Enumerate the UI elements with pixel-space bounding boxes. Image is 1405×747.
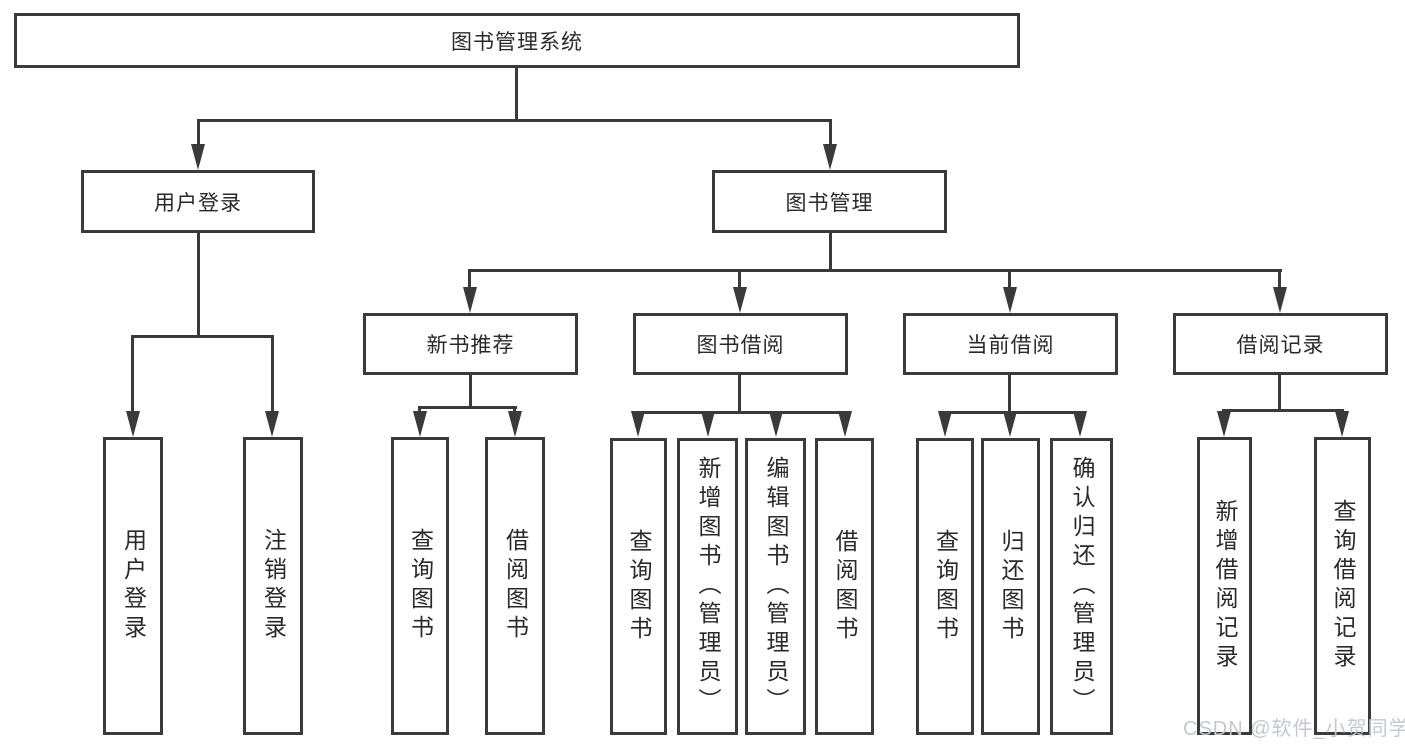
connector-borrow-drop <box>738 269 741 291</box>
connector-current-drop <box>1008 269 1011 291</box>
connector-user-login-stem <box>197 233 200 338</box>
arrowhead-user-login-icon <box>191 144 205 170</box>
leaf-borrow-books-recommend: 借阅图书 <box>485 437 545 735</box>
node-label: 图书管理 <box>785 191 874 215</box>
arrowhead-icon <box>1003 411 1017 437</box>
arrowhead-icon <box>1073 411 1087 437</box>
node-current-borrow: 当前借阅 <box>903 313 1118 375</box>
leaf-user-login: 用户登录 <box>103 437 163 735</box>
node-new-book-recommend: 新书推荐 <box>363 313 578 375</box>
connector-user-login-drop <box>197 119 200 147</box>
connector-records-drop <box>1278 269 1281 291</box>
connector-book-mgmt-bar <box>469 269 1282 272</box>
arrowhead-icon <box>1335 411 1349 437</box>
arrowhead-book-mgmt-icon <box>823 144 837 170</box>
node-label: 图书借阅 <box>696 334 785 357</box>
arrowhead-login-icon <box>126 411 140 437</box>
leaf-query-books-borrow: 查询图书 <box>610 438 667 735</box>
leaf-query-books-recommend: 查询图书 <box>391 437 449 735</box>
connector-borrow-bar <box>637 411 847 414</box>
arrowhead-logout-icon <box>265 411 279 437</box>
arrowhead-icon <box>631 411 645 437</box>
connector-root-stem <box>515 66 518 122</box>
connector-drop <box>418 406 421 414</box>
arrowhead-icon <box>701 411 715 437</box>
leaf-query-borrow-record: 查询借阅记录 <box>1314 437 1371 735</box>
connector-current-stem <box>1008 375 1011 414</box>
node-label: 确认归还（管理员） <box>1069 456 1095 717</box>
node-user-login: 用户登录 <box>81 170 315 233</box>
node-label: 查询图书 <box>407 528 434 644</box>
connector-new-book-bar <box>419 406 517 409</box>
arrowhead-borrow-icon <box>733 287 747 313</box>
node-label: 用户登录 <box>120 528 147 644</box>
arrowhead-icon <box>938 411 952 437</box>
arrowhead-icon <box>838 411 852 437</box>
leaf-add-borrow-record: 新增借阅记录 <box>1197 437 1252 735</box>
node-label: 借阅记录 <box>1236 334 1325 357</box>
node-label: 新增图书（管理员） <box>695 456 721 717</box>
arrowhead-icon <box>769 411 783 437</box>
connector-new-book-stem <box>469 375 472 409</box>
connector-logout-drop <box>271 335 274 415</box>
node-label: 借阅图书 <box>832 528 858 645</box>
csdn-watermark: CSDN @软件_小贺同学 <box>1183 718 1405 740</box>
node-label: 注销登录 <box>260 528 287 644</box>
leaf-edit-books-admin: 编辑图书（管理员） <box>745 438 806 735</box>
leaf-return-books: 归还图书 <box>981 438 1040 735</box>
node-book-management: 图书管理 <box>712 170 947 233</box>
connector-drop <box>513 406 516 414</box>
node-label: 新增借阅记录 <box>1212 499 1238 673</box>
leaf-borrow-books: 借阅图书 <box>815 438 874 735</box>
arrowhead-current-icon <box>1003 287 1017 313</box>
node-label: 归还图书 <box>998 528 1024 645</box>
node-label: 查询借阅记录 <box>1330 499 1356 673</box>
leaf-confirm-return-admin: 确认归还（管理员） <box>1050 438 1113 735</box>
leaf-logout: 注销登录 <box>243 437 303 735</box>
connector-new-book-drop <box>468 269 471 291</box>
node-label: 新书推荐 <box>426 334 515 357</box>
connector-records-bar <box>1223 409 1344 412</box>
arrowhead-records-icon <box>1273 287 1287 313</box>
node-label: 用户登录 <box>154 191 242 215</box>
arrowhead-icon <box>1217 411 1231 437</box>
connector-root-bar <box>197 119 831 122</box>
node-label: 查询图书 <box>626 528 652 645</box>
node-label: 图书管理系统 <box>451 30 583 54</box>
connector-book-mgmt-stem <box>829 233 832 272</box>
leaf-add-books-admin: 新增图书（管理员） <box>677 438 738 735</box>
node-label: 查询图书 <box>932 528 959 645</box>
connector-records-stem <box>1278 375 1281 412</box>
connector-book-mgmt-drop <box>829 119 832 147</box>
node-label: 借阅图书 <box>502 528 529 644</box>
node-label: 当前借阅 <box>966 334 1055 357</box>
arrowhead-icon <box>413 411 427 437</box>
arrowhead-icon <box>508 411 522 437</box>
connector-user-login-bar <box>132 335 274 338</box>
node-borrow-records: 借阅记录 <box>1173 313 1388 375</box>
connector-borrow-stem <box>738 375 741 414</box>
arrowhead-new-book-icon <box>463 287 477 313</box>
connector-login-drop <box>131 335 134 415</box>
node-label: 编辑图书（管理员） <box>763 456 789 717</box>
leaf-query-books-current: 查询图书 <box>916 438 974 735</box>
node-library-management-system: 图书管理系统 <box>14 13 1020 68</box>
node-book-borrow: 图书借阅 <box>633 313 848 375</box>
